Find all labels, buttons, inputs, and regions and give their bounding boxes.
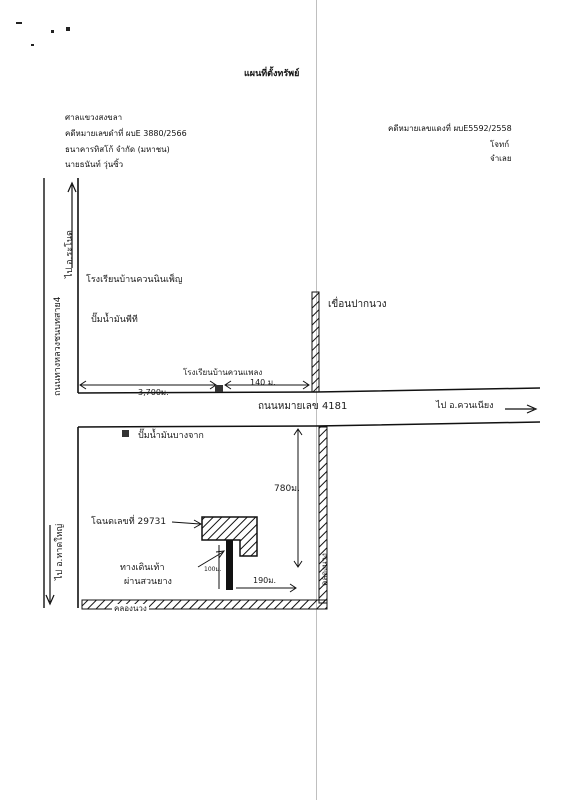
black-case-number: คดีหมายเลขดำที่ ผบE 3880/2566 — [65, 129, 187, 138]
to-ranot-label: ไป อ.ระโนด — [65, 230, 75, 278]
arrow-head — [45, 594, 55, 606]
arrow-head — [67, 181, 77, 193]
gas-station-marker — [122, 430, 129, 437]
footpath-label-line2: ผ่านสวนยาง — [124, 577, 172, 587]
distance-190-label: 190ม. — [253, 576, 277, 585]
footpath — [226, 540, 233, 590]
left-road-label: ถนนทางหลวงชนบทสาย4 — [53, 296, 63, 396]
page-fold-line — [316, 0, 317, 800]
distance-100-label: 100ม. — [204, 566, 222, 573]
arrow-head — [526, 404, 538, 414]
plaintiff-name: ธนาคารทิสโก้ จำกัด (มหาชน) — [65, 145, 170, 154]
main-road-edge-bottom — [77, 421, 541, 428]
dam-label: เขื่อนปากนวง — [328, 299, 387, 310]
arrow-head — [79, 380, 87, 390]
footpath-label-line1: ทางเดินเท้า — [120, 563, 165, 573]
to-hatyai-label: ไป อ.หาดใหญ่ — [55, 523, 65, 580]
scan-speck — [66, 27, 70, 31]
arrow-head — [293, 560, 303, 568]
deed-pointer — [171, 521, 201, 525]
dam-hatch — [311, 291, 320, 393]
arrow-head — [289, 583, 297, 593]
gas-station-top-label: ปั๊มน้ำมันพีที — [91, 315, 138, 325]
distance-140-label: 140 ม. — [250, 378, 276, 387]
court-name: ศาลแขวงสงขลา — [65, 113, 123, 122]
defendant-role: จำเลย — [490, 154, 512, 163]
arrow-head — [193, 519, 203, 529]
to-khuan-niang-label: ไป อ.ควนเนียง — [436, 401, 494, 411]
main-road-label: ถนนหมายเลข 4181 — [258, 401, 348, 412]
document-title: แผนที่ตั้งทรัพย์ — [244, 69, 300, 79]
plaintiff-role: โจทก์ — [490, 140, 510, 149]
scan-speck — [31, 44, 34, 46]
distance-3700-label: 3,700ม. — [138, 388, 169, 397]
canal-right-label: คลองนวง — [320, 553, 329, 586]
school-mid-label: โรงเรียนบ้านควนแพลง — [183, 368, 263, 377]
scan-speck — [16, 22, 22, 24]
school-top-label: โรงเรียนบ้านควนนินเพ็ญ — [86, 275, 183, 285]
arrow-head — [302, 380, 310, 390]
red-case-number: คดีหมายเลขแดงที่ ผบE5592/2558 — [388, 124, 512, 133]
canal-bottom-label: คลองนวง — [112, 604, 149, 614]
canal-bottom-hatch — [81, 599, 328, 610]
scan-speck — [51, 30, 54, 33]
arrow-head — [293, 428, 303, 436]
defendant-name: นายธนันท์ วุ่นซิ้ว — [65, 160, 124, 169]
arrow-head — [224, 380, 232, 390]
distance-780-label: 780ม. — [274, 484, 300, 494]
deed-label: โฉนดเลขที่ 29731 — [91, 517, 167, 527]
gas-station-bottom-label: ปั๊มน้ำมันบางจาก — [138, 431, 204, 441]
arrow-head — [215, 550, 226, 559]
land-plot — [201, 516, 258, 557]
school-marker — [215, 385, 223, 392]
